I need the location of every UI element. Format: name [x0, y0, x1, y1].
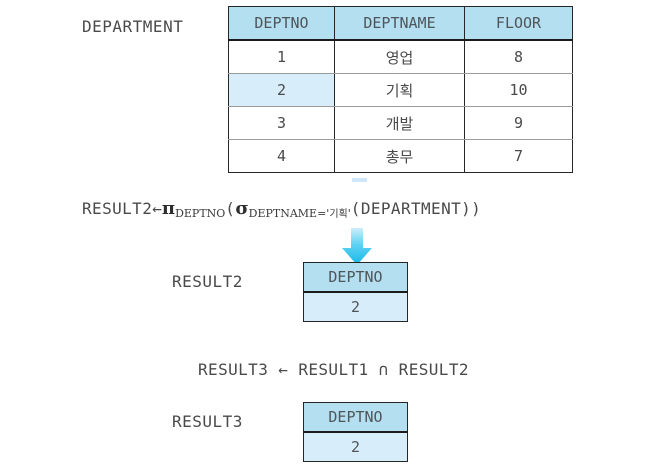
result3-table: DEPTNO 2 [303, 402, 408, 462]
result2-relation-label: RESULT2 [172, 272, 243, 291]
table-row: 3 개발 9 [228, 106, 573, 140]
selection-subscript-prefix: DEPTNAME=' [248, 207, 330, 220]
table-header-row: DEPTNO [303, 262, 408, 293]
cell-floor: 10 [464, 73, 573, 107]
column-header-deptno: DEPTNO [228, 6, 335, 41]
table-row: 2 [303, 432, 408, 462]
table-row: 2 [303, 292, 408, 322]
cell-deptno: 3 [228, 106, 335, 140]
column-header-deptno: DEPTNO [303, 262, 408, 293]
expression-lhs: RESULT2 [82, 199, 153, 218]
assignment-arrow-icon: ← [152, 199, 162, 218]
result3-relation-label: RESULT3 [172, 412, 243, 431]
projection-symbol: π [161, 198, 176, 219]
cell-deptname: 기획 [334, 73, 465, 107]
selection-subscript-value: 기획 [329, 209, 348, 220]
table-header-row: DEPTNO [303, 402, 408, 433]
open-paren-inner: ( [350, 199, 361, 218]
relational-algebra-expression-result2: RESULT2←πDEPTNO(σDEPTNAME='기획'(DEPARTMEN… [82, 198, 482, 220]
department-relation-label: DEPARTMENT [82, 17, 184, 36]
cell-floor: 9 [464, 106, 573, 140]
cell-floor: 8 [464, 40, 573, 74]
close-parens: )) [461, 199, 482, 218]
expression-operand: DEPARTMENT [360, 199, 462, 218]
table-row: 2 기획 10 [228, 73, 573, 107]
table-row: 4 총무 7 [228, 139, 573, 173]
cell-deptname: 영업 [334, 40, 465, 74]
cell-deptname: 총무 [334, 139, 465, 173]
cell-deptno: 2 [303, 432, 408, 462]
cell-deptno: 2 [228, 73, 335, 107]
projection-subscript: DEPTNO [175, 207, 226, 220]
selection-subscript-suffix: ' [347, 207, 351, 220]
selection-symbol: σ [235, 198, 249, 219]
cell-deptname: 개발 [334, 106, 465, 140]
open-paren-outer: ( [225, 199, 236, 218]
cell-deptno: 2 [303, 292, 408, 322]
cell-deptno: 4 [228, 139, 335, 173]
relational-algebra-expression-result3: RESULT3 ← RESULT1 ∩ RESULT2 [198, 360, 469, 379]
column-header-deptname: DEPTNAME [334, 6, 465, 41]
department-table: DEPTNO DEPTNAME FLOOR 1 영업 8 2 기획 10 3 개… [228, 6, 573, 173]
cell-deptno: 1 [228, 40, 335, 74]
result2-table: DEPTNO 2 [303, 262, 408, 322]
column-header-floor: FLOOR [464, 6, 573, 41]
table-header-row: DEPTNO DEPTNAME FLOOR [228, 6, 573, 41]
column-header-deptno: DEPTNO [303, 402, 408, 433]
down-arrow-icon [342, 228, 372, 265]
cell-floor: 7 [464, 139, 573, 173]
blue-tick-marker [352, 178, 367, 182]
table-row: 1 영업 8 [228, 40, 573, 74]
